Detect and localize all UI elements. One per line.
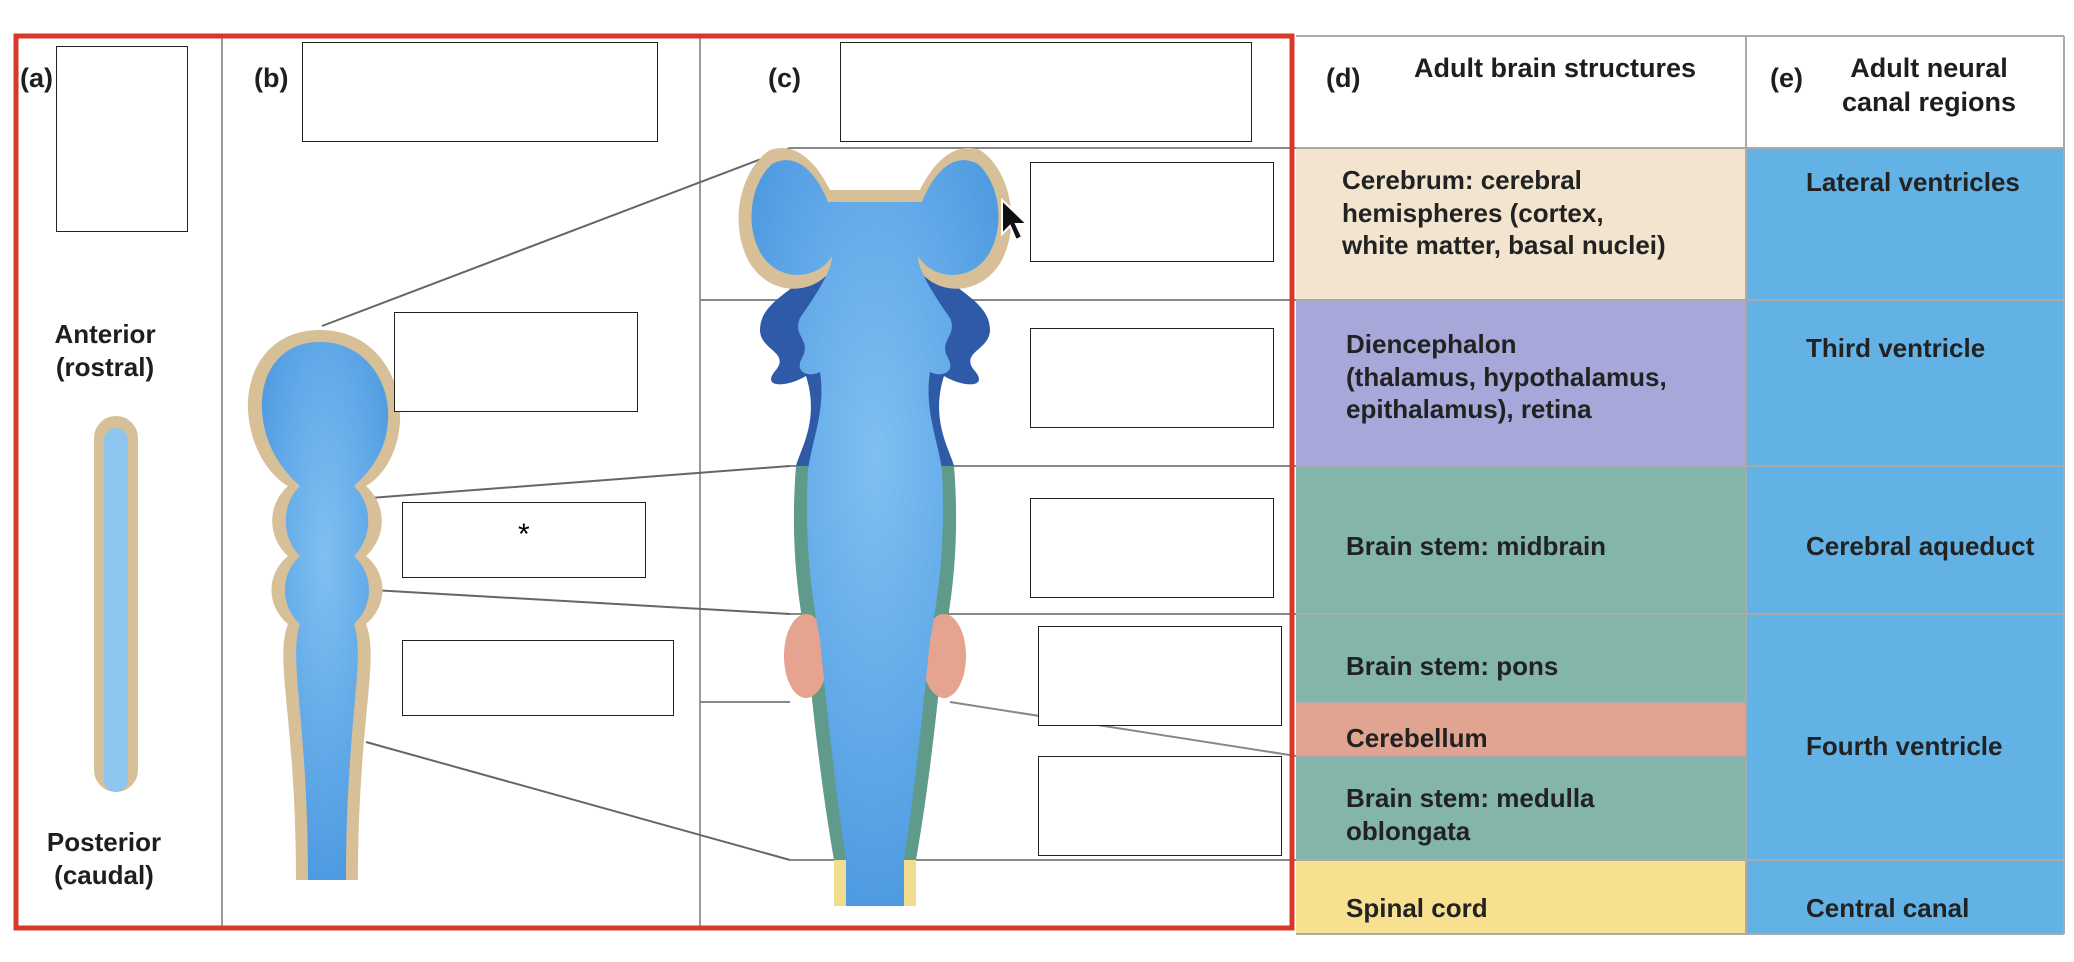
panel-e-label: (e) <box>1770 63 1803 93</box>
primary-vesicles-b <box>247 330 401 880</box>
anterior-label: Anterior (rostral) <box>28 318 182 383</box>
column-dividers <box>221 36 701 928</box>
cell-line: Spinal cord <box>1346 893 1488 923</box>
cell-line: Cerebrum: cerebral <box>1342 165 1582 195</box>
canal-regions-column <box>1746 148 2064 934</box>
structure-cerebellum: Cerebellum <box>1346 722 1488 755</box>
neural-tube-a <box>94 416 138 792</box>
panel-a-label: (a) <box>20 63 53 93</box>
blank-box-c-metencephalon[interactable] <box>1038 626 1282 726</box>
rostral-text: (rostral) <box>55 351 155 382</box>
cell-midbrain-fill <box>1296 466 1746 614</box>
cell-line: epithalamus), retina <box>1346 394 1592 424</box>
structure-midbrain: Brain stem: midbrain <box>1346 530 1606 563</box>
secondary-vesicles-c <box>738 148 1012 906</box>
structures-header: Adult brain structures <box>1414 53 1697 83</box>
blank-box-b-title[interactable] <box>302 42 658 142</box>
panel-d-label: (d) <box>1326 63 1361 93</box>
posterior-text: Posterior <box>46 827 162 857</box>
blank-box-c-myelencephalon[interactable] <box>1038 756 1282 856</box>
cell-line: Brain stem: medulla <box>1346 783 1595 813</box>
structures-table <box>1296 148 1746 934</box>
cell-line: oblongata <box>1346 815 1471 846</box>
cell-line: hemispheres (cortex, <box>1342 197 1604 228</box>
table-grid <box>1296 35 2065 935</box>
cell-line: Diencephalon <box>1346 329 1517 359</box>
blank-box-c-telencephalon[interactable] <box>1030 162 1274 262</box>
canal-regions-header: Adult neural canal regions <box>1842 52 2016 120</box>
cell-medulla-fill <box>1296 756 1746 860</box>
blank-box-c-mesencephalon[interactable] <box>1030 498 1274 598</box>
blank-box-b-forebrain[interactable] <box>394 312 638 412</box>
cell-line: (thalamus, hypothalamus, <box>1346 361 1667 392</box>
canal-central-canal: Central canal <box>1806 893 1970 923</box>
anterior-text: Anterior <box>54 319 156 349</box>
cell-pons-fill <box>1296 614 1746 702</box>
cell-line: Brain stem: midbrain <box>1346 531 1607 561</box>
canal-cerebral-aqueduct: Cerebral aqueduct <box>1806 531 2035 561</box>
canal-header-line1: Adult neural <box>1850 53 2008 83</box>
blank-box-a[interactable] <box>56 46 188 232</box>
canal-header-line2: canal regions <box>1842 86 2017 117</box>
cell-line: Brain stem: pons <box>1346 651 1559 681</box>
canal-lateral-ventricles: Lateral ventricles <box>1806 167 2020 197</box>
connector-lines <box>321 147 791 861</box>
cell-diencephalon-fill <box>1296 300 1746 466</box>
structure-spinal-cord: Spinal cord <box>1346 892 1488 925</box>
blank-box-b-hindbrain[interactable] <box>402 640 674 716</box>
structure-cerebrum: Cerebrum: cerebral hemispheres (cortex, … <box>1342 164 1666 262</box>
asterisk-marker: * <box>518 518 530 551</box>
structure-medulla: Brain stem: medulla oblongata <box>1346 782 1595 847</box>
structure-pons: Brain stem: pons <box>1346 650 1558 683</box>
canal-third-ventricle: Third ventricle <box>1806 333 1986 363</box>
cell-cerebrum-fill <box>1296 148 1746 300</box>
panel-b-label: (b) <box>254 63 289 93</box>
structure-diencephalon: Diencephalon (thalamus, hypothalamus, ep… <box>1346 328 1667 426</box>
blank-box-b-midbrain[interactable] <box>402 502 646 578</box>
cursor-icon <box>1001 198 1030 242</box>
posterior-label: Posterior (caudal) <box>24 826 184 891</box>
blank-box-c-diencephalon[interactable] <box>1030 328 1274 428</box>
cell-line: white matter, basal nuclei) <box>1342 230 1666 260</box>
canal-fourth-ventricle: Fourth ventricle <box>1806 731 2003 761</box>
panel-c-label: (c) <box>768 63 801 93</box>
panels-outline <box>13 33 1295 931</box>
cell-line: Cerebellum <box>1346 723 1488 753</box>
cell-spinal-cord-fill <box>1296 860 1746 934</box>
caudal-text: (caudal) <box>54 859 154 890</box>
blank-box-c-title[interactable] <box>840 42 1252 142</box>
cell-cerebellum-fill <box>1296 702 1746 756</box>
